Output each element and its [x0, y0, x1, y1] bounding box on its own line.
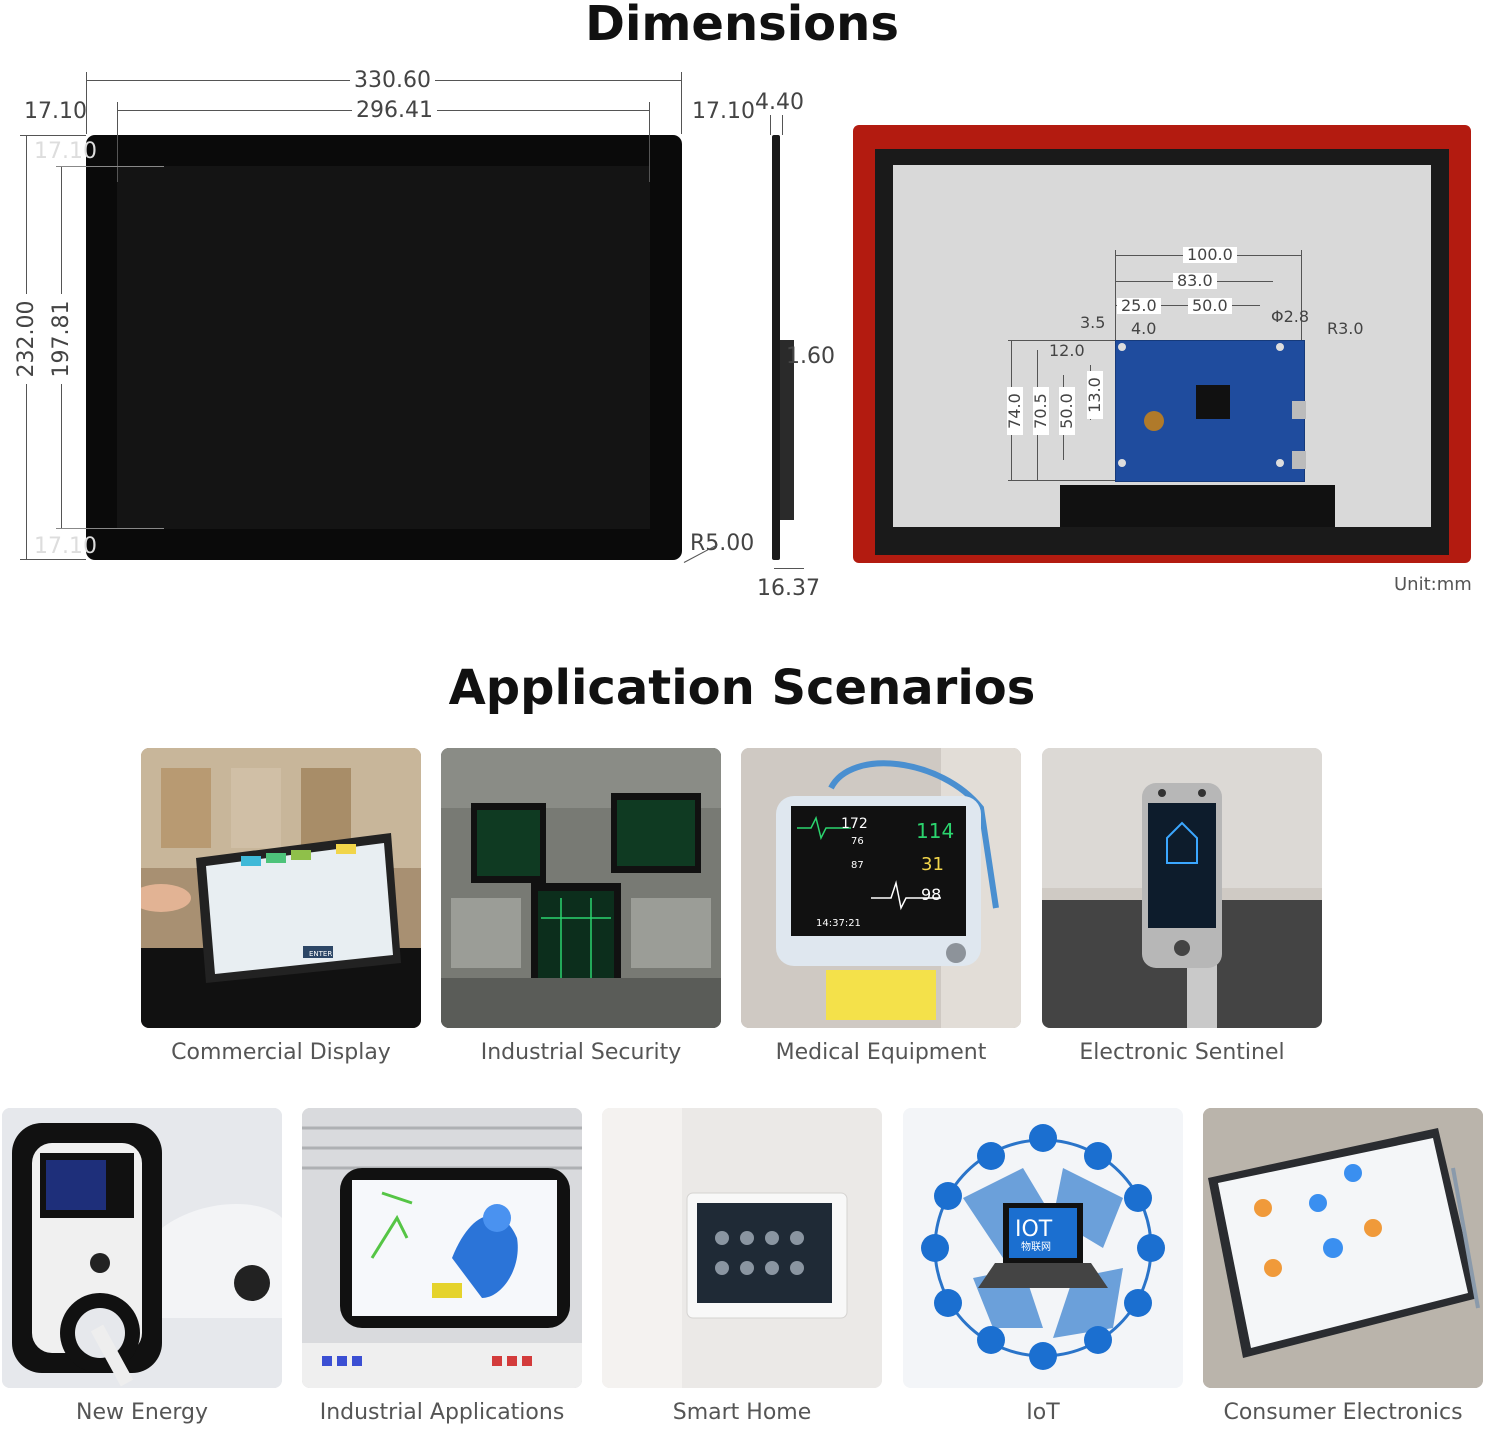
- ext-line: [20, 135, 86, 136]
- ext-line: [1008, 480, 1115, 481]
- dimension-drawings: 330.60 296.41 17.10 17.10 17.10 17.10 23…: [0, 60, 1485, 620]
- hole-diameter-label: Φ2.8: [1271, 307, 1310, 326]
- wall-panel-icon: [602, 1108, 882, 1388]
- ext-line: [1301, 250, 1302, 340]
- left-margin-label: 17.10: [24, 99, 87, 124]
- iot-sub-label: 物联网: [1021, 1240, 1051, 1253]
- side-profile: [772, 135, 780, 560]
- ext-line: [1008, 340, 1115, 341]
- mount-hole: [1276, 459, 1284, 467]
- dim-4-label: 4.0: [1131, 319, 1157, 338]
- ext-line: [782, 115, 783, 135]
- depth-line: [774, 568, 804, 569]
- dim-50v-label: 50.0: [1057, 387, 1076, 435]
- corner-r-label: R3.0: [1327, 319, 1364, 338]
- right-margin-label: 17.10: [692, 99, 755, 124]
- dimensions-heading: Dimensions: [585, 0, 899, 52]
- dim-25-label: 25.0: [1117, 298, 1161, 314]
- control-room-icon: [441, 748, 721, 1028]
- patient-monitor-icon: 172 114 76 87 31 98 14:37:21: [741, 748, 1021, 1028]
- scenario-image-electronic-sentinel: [1042, 748, 1322, 1028]
- fpc-cover: [1060, 485, 1335, 527]
- caption-electronic-sentinel: Electronic Sentinel: [1079, 1040, 1285, 1065]
- scenario-image-smart-home: [602, 1108, 882, 1388]
- caption-medical-equipment: Medical Equipment: [775, 1040, 987, 1065]
- scenario-image-consumer-electronics: [1203, 1108, 1483, 1388]
- caption-iot: IoT: [1026, 1400, 1060, 1425]
- port: [1292, 451, 1306, 469]
- scenario-image-iot: IOT 物联网: [903, 1108, 1183, 1388]
- application-scenarios-heading: Application Scenarios: [448, 660, 1036, 716]
- caption-consumer-electronics: Consumer Electronics: [1223, 1400, 1463, 1425]
- scenario-image-industrial-applications: [302, 1108, 582, 1388]
- ext-line: [56, 166, 164, 167]
- dim-74-label: 74.0: [1005, 387, 1024, 435]
- chip: [1196, 385, 1230, 419]
- dim-3-5-label: 3.5: [1080, 313, 1106, 332]
- outer-height-label: 232.00: [14, 294, 39, 384]
- caption-commercial-display: Commercial Display: [171, 1040, 391, 1065]
- back-inner-frame: [875, 149, 1449, 555]
- caption-smart-home: Smart Home: [672, 1400, 812, 1425]
- step-label: 1.60: [786, 344, 835, 369]
- caption-industrial-security: Industrial Security: [480, 1040, 682, 1065]
- ext-line: [681, 72, 682, 134]
- ext-line: [86, 72, 87, 134]
- driver-board: [1115, 340, 1306, 482]
- monitor-value-172: 172: [841, 816, 868, 832]
- face-scanner-icon: [1042, 748, 1322, 1028]
- pos-enter-key: ENTER: [309, 950, 332, 958]
- corner-radius-label: R5.00: [690, 531, 755, 556]
- unit-label: Unit:mm: [1394, 574, 1472, 595]
- top-margin-label: 17.10: [34, 139, 97, 164]
- dim-line-50: [1115, 305, 1260, 306]
- monitor-value-98: 98: [921, 885, 941, 904]
- ev-charger-icon: [2, 1108, 282, 1388]
- scenario-image-commercial-display: ENTER: [141, 748, 421, 1028]
- depth-label: 16.37: [757, 576, 820, 601]
- mount-hole: [1118, 343, 1126, 351]
- mount-hole: [1276, 343, 1284, 351]
- outer-width-label: 330.60: [350, 70, 435, 92]
- dim-12-label: 12.0: [1049, 341, 1085, 360]
- thickness-label: 4.40: [755, 90, 804, 115]
- back-frame: 100.0 83.0 25.0 50.0 3.5 4.0 Φ2.8 R3.0 1…: [853, 125, 1471, 563]
- iot-label: IOT: [1015, 1217, 1053, 1242]
- pos-terminal-icon: ENTER: [141, 748, 421, 1028]
- tablet-icon: [1203, 1108, 1483, 1388]
- monitor-value-114: 114: [916, 819, 954, 843]
- dim-100-label: 100.0: [1183, 247, 1237, 263]
- caption-new-energy: New Energy: [76, 1400, 208, 1425]
- monitor-value-76: 76: [851, 836, 864, 847]
- iot-network-icon: IOT 物联网: [903, 1108, 1183, 1388]
- front-bezel: [86, 135, 682, 560]
- inner-height-label: 197.81: [49, 294, 74, 384]
- monitor-value-87: 87: [851, 860, 864, 871]
- dim-70-5-label: 70.5: [1031, 387, 1050, 435]
- ext-line: [1115, 250, 1116, 340]
- side-pcb-profile: [780, 340, 794, 520]
- dim-50h-label: 50.0: [1188, 298, 1232, 314]
- mount-hole: [1118, 459, 1126, 467]
- ext-line: [770, 115, 771, 135]
- active-area: [117, 166, 650, 529]
- ext-line: [20, 559, 86, 560]
- ext-line: [56, 528, 164, 529]
- port: [1292, 401, 1306, 419]
- monitor-time: 14:37:21: [816, 918, 861, 929]
- ext-line: [649, 102, 650, 182]
- caption-industrial-applications: Industrial Applications: [319, 1400, 565, 1425]
- dim-13-label: 13.0: [1085, 371, 1104, 419]
- monitor-value-31: 31: [921, 854, 944, 875]
- bottom-margin-label: 17.10: [34, 534, 97, 559]
- inner-width-label: 296.41: [352, 100, 437, 122]
- scenario-image-industrial-security: [441, 748, 721, 1028]
- scenario-image-new-energy: [2, 1108, 282, 1388]
- dim-83-label: 83.0: [1173, 273, 1217, 289]
- scenario-image-medical-equipment: 172 114 76 87 31 98 14:37:21: [741, 748, 1021, 1028]
- robot-arm-display-icon: [302, 1108, 582, 1388]
- inductor: [1144, 411, 1164, 431]
- ext-line: [117, 102, 118, 182]
